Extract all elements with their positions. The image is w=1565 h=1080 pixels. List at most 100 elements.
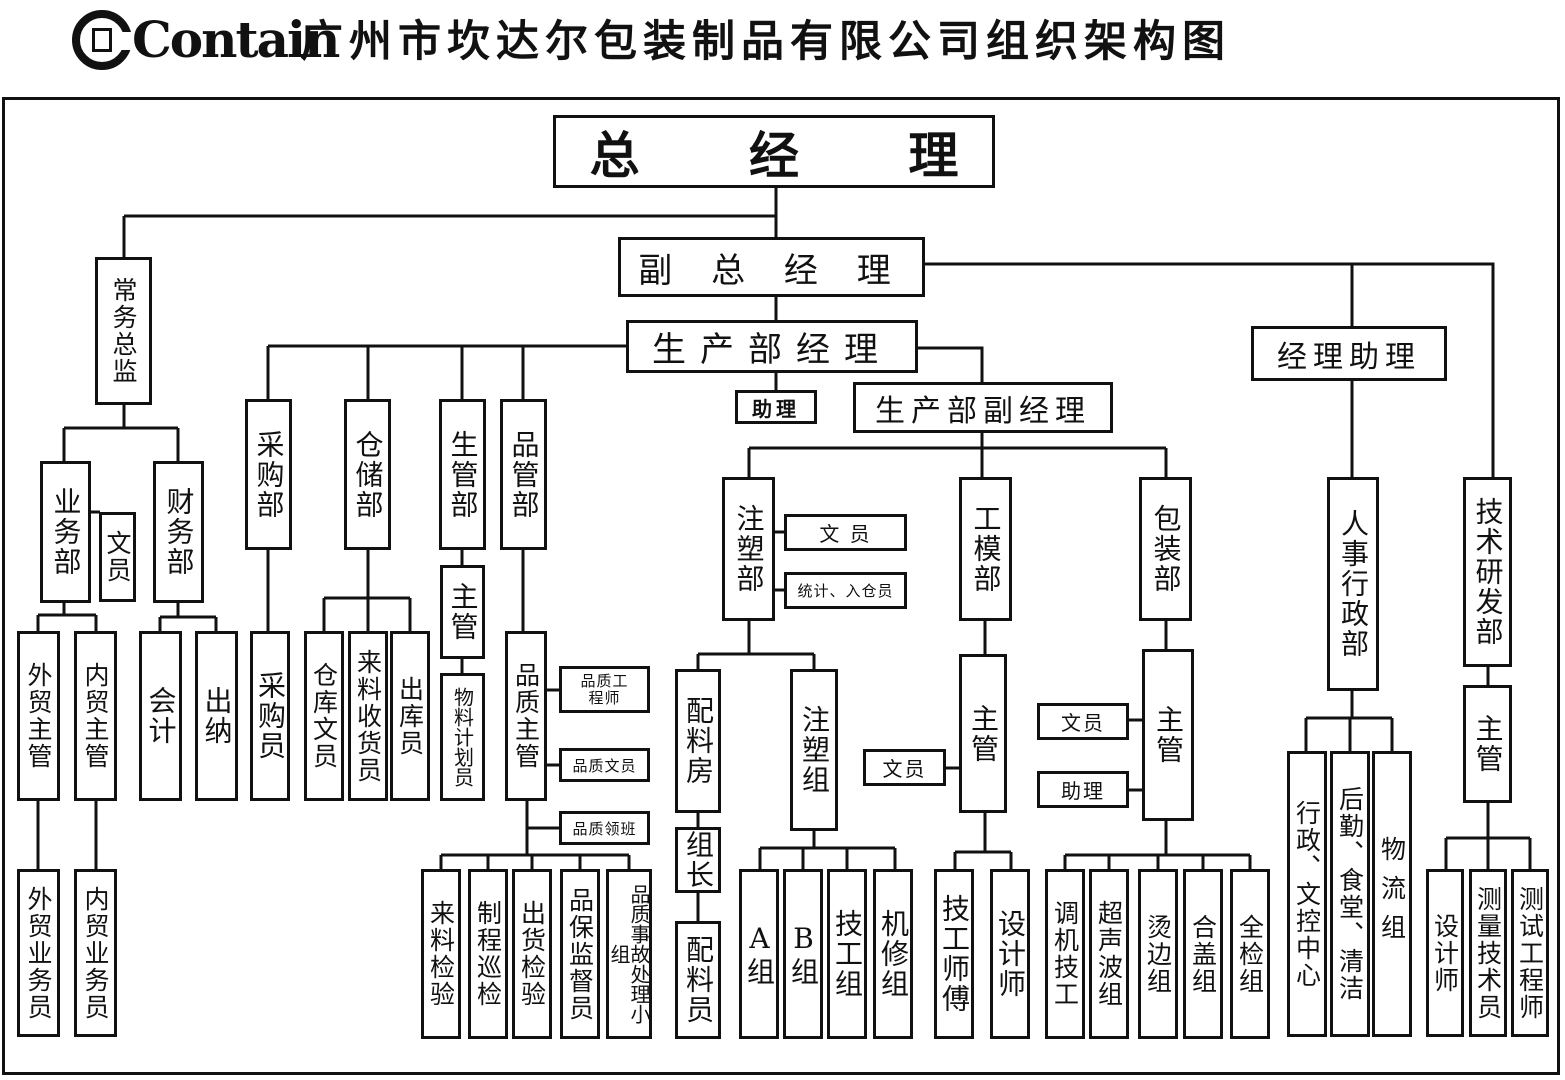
- purchaser-label: 采购员: [254, 671, 287, 761]
- node-group-b: B组: [783, 869, 823, 1039]
- logo-mark-icon: [72, 10, 134, 70]
- logistics-group-label: 物流组: [1377, 835, 1407, 953]
- node-packing-assistant: 助理: [1037, 771, 1129, 808]
- pc-supervisor-label: 主管: [446, 582, 480, 642]
- node-purchaser: 采购员: [250, 631, 290, 801]
- node-rd-dept: 技术研发部: [1463, 477, 1512, 667]
- node-domestic-trade-staff: 内贸业务员: [74, 869, 117, 1037]
- node-sales-clerk: 文员: [99, 512, 136, 602]
- node-general-manager: 总 经 理: [553, 115, 995, 188]
- node-stats-clerk: 统计、入仓员: [784, 572, 907, 609]
- node-quality-clerk: 品质文员: [559, 748, 650, 782]
- node-quality-leader: 品质领班: [559, 811, 650, 845]
- lid-group-label: 合盖组: [1188, 913, 1218, 995]
- injection-dept-label: 注塑部: [732, 504, 766, 594]
- node-hr-dept: 人事行政部: [1327, 477, 1379, 691]
- node-finance-dept: 财务部: [153, 461, 204, 603]
- node-mold-clerk: 文员: [863, 749, 946, 786]
- foreign-trade-staff-label: 外贸业务员: [24, 885, 53, 1021]
- node-prod-manager: 生产部经理: [626, 320, 918, 373]
- team-leader-label: 组长: [682, 830, 715, 890]
- node-incoming-inspection: 来料检验: [421, 869, 461, 1039]
- node-quality-supervisor: 品质主管: [505, 631, 547, 801]
- manager-assistant-label: 经理助理: [1277, 339, 1421, 375]
- page-title: 广州市坎达尔包装制品有限公司组织架构图: [300, 17, 1231, 67]
- node-quality-incident: 品质事故处理小组: [606, 869, 652, 1039]
- node-fullcheck-group: 全检组: [1230, 869, 1270, 1039]
- accountant-label: 会计: [144, 686, 178, 746]
- node-prod-deputy: 生产部副经理: [853, 382, 1113, 433]
- node-foreign-trade-staff: 外贸业务员: [17, 869, 60, 1037]
- node-rd-designer: 设计师: [1426, 869, 1464, 1037]
- node-mold-dept: 工模部: [959, 477, 1012, 621]
- hr-dept-label: 人事行政部: [1337, 509, 1370, 659]
- admin-center-label: 行政、文控中心: [1292, 799, 1322, 989]
- node-lid-group: 合盖组: [1183, 869, 1223, 1039]
- general-manager-label: 总 经 理: [589, 125, 995, 185]
- incoming-inspection-label: 来料检验: [426, 900, 456, 1008]
- node-group-a: A组: [739, 869, 779, 1039]
- mixing-room-label: 配料房: [682, 696, 715, 786]
- node-material-planner: 物料计划员: [440, 673, 485, 801]
- outgoing-inspection-label: 出货检验: [517, 900, 547, 1008]
- node-mixing-room: 配料房: [675, 669, 721, 813]
- quality-leader-label: 品质领班: [572, 819, 637, 838]
- foreign-trade-supervisor-label: 外贸主管: [24, 662, 53, 770]
- node-repair-group: 机修组: [873, 869, 913, 1039]
- node-injection-clerk: 文 员: [784, 514, 907, 551]
- packing-assistant-label: 助理: [1061, 779, 1105, 803]
- quality-clerk-label: 品质文员: [572, 756, 637, 775]
- node-team-leader: 组长: [675, 827, 721, 893]
- deputy-gm-label: 副 总 经 理: [638, 250, 905, 291]
- mold-master-label: 技工师傅: [938, 894, 971, 1014]
- warehouse-dept-label: 仓储部: [351, 429, 385, 520]
- receiving-clerk-label: 来料收货员: [353, 648, 383, 784]
- node-executive-director: 常务总监: [95, 257, 152, 405]
- node-logistics: 后勤、食堂、清洁: [1330, 751, 1370, 1037]
- node-quality-engineer: 品质工程师: [559, 666, 650, 713]
- sales-dept-label: 业务部: [49, 487, 83, 577]
- logo-text: Contain: [132, 10, 340, 69]
- cashier-label: 出纳: [200, 686, 234, 746]
- packing-clerk-label: 文员: [1061, 711, 1105, 735]
- chart-frame: [2, 97, 1560, 1075]
- node-hotedge-group: 烫边组: [1138, 869, 1178, 1039]
- designer-label: 设计师: [994, 909, 1027, 999]
- group-a-label: A组: [743, 921, 776, 987]
- node-mold-supervisor: 主管: [959, 654, 1007, 813]
- material-planner-label: 物料计划员: [450, 687, 475, 787]
- node-domestic-trade-supervisor: 内贸主管: [74, 631, 117, 801]
- node-injection-group: 注塑组: [790, 669, 838, 831]
- node-test-engineer: 测试工程师: [1511, 869, 1549, 1037]
- node-admin-center: 行政、文控中心: [1287, 751, 1327, 1037]
- node-packing-clerk: 文员: [1037, 703, 1129, 740]
- mixer-label: 配料员: [682, 935, 715, 1025]
- mold-dept-label: 工模部: [969, 504, 1003, 594]
- node-quality-dept: 品管部: [500, 399, 547, 550]
- packing-supervisor-label: 主管: [1152, 705, 1185, 765]
- prod-deputy-label: 生产部副经理: [875, 393, 1091, 429]
- logistics-label: 后勤、食堂、清洁: [1335, 786, 1365, 1002]
- outbound-clerk-label: 出库员: [395, 675, 425, 757]
- executive-director-label: 常务总监: [109, 277, 138, 385]
- purchasing-dept-label: 采购部: [252, 429, 286, 520]
- process-patrol-label: 制程巡检: [473, 900, 503, 1008]
- node-tech-group: 技工组: [827, 869, 867, 1039]
- node-manager-assistant: 经理助理: [1251, 326, 1447, 381]
- mold-supervisor-label: 主管: [967, 703, 1000, 764]
- node-ultrasonic-group: 超声波组: [1089, 869, 1129, 1039]
- node-mixer: 配料员: [675, 921, 721, 1039]
- survey-tech-label: 测量技术员: [1473, 885, 1503, 1021]
- sales-clerk-label: 文员: [103, 530, 132, 584]
- node-foreign-trade-supervisor: 外贸主管: [17, 631, 60, 801]
- node-outbound-clerk: 出库员: [390, 631, 430, 801]
- rd-dept-label: 技术研发部: [1471, 497, 1505, 647]
- ultrasonic-group-label: 超声波组: [1094, 900, 1124, 1008]
- group-b-label: B组: [787, 921, 820, 987]
- mold-clerk-label: 文员: [882, 757, 927, 781]
- node-logistics-group: 物流组: [1372, 751, 1412, 1037]
- node-cashier: 出纳: [195, 631, 238, 801]
- quality-dept-label: 品管部: [507, 429, 541, 520]
- node-receiving-clerk: 来料收货员: [348, 631, 388, 801]
